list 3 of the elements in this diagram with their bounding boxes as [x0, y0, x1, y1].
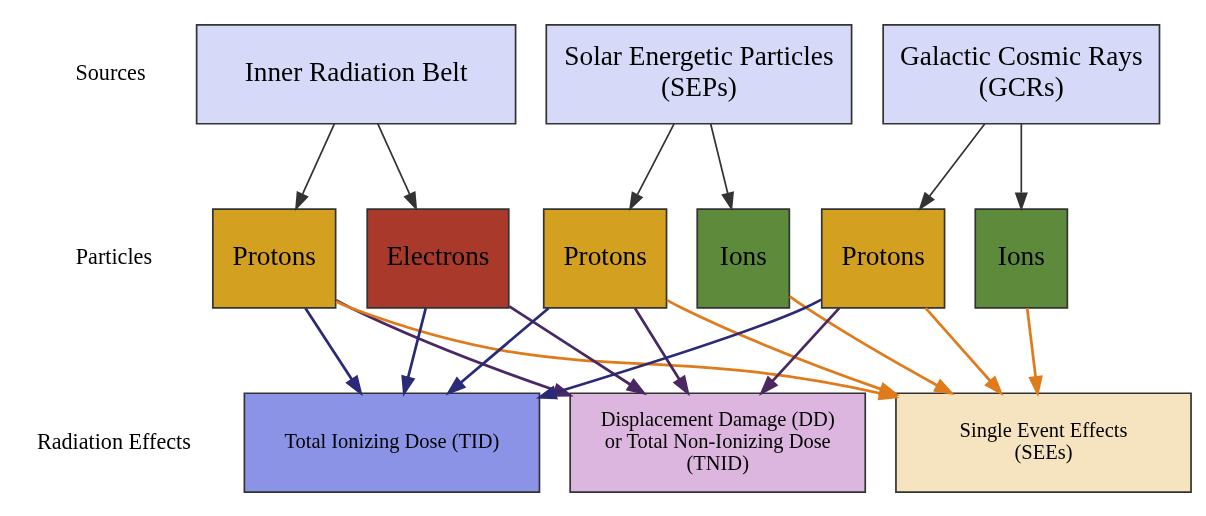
label: Sources — [75, 59, 146, 85]
label: Radiation Effects — [36, 428, 191, 454]
label: Particles — [75, 243, 153, 269]
